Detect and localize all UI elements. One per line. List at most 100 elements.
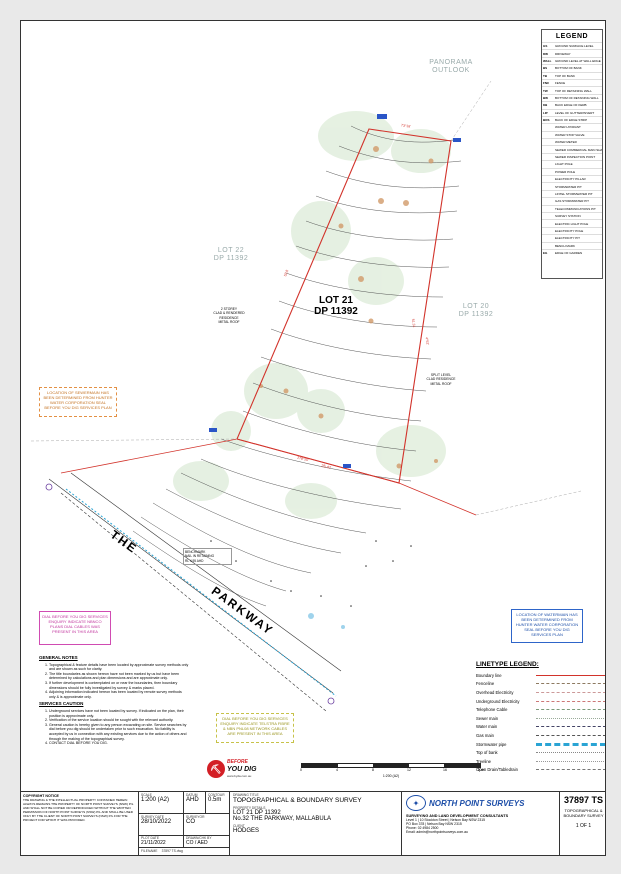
linetype-legend-title: LINETYPE LEGEND:: [476, 661, 539, 668]
watermain-note: LOCATION OF WATERMAIN HAS BEEN DETERMINE…: [511, 609, 583, 643]
adjoining-lot-right: LOT 20 DP 11392: [451, 303, 501, 319]
linetype-row: Fenceline: [476, 680, 605, 689]
linetype-row: Sewer main: [476, 714, 605, 723]
property-label: PROPERTY DETAILS: [233, 806, 266, 810]
dial-before-you-dig-note: DIAL BEFORE YOU DIG SERVICES ENQUIRY IND…: [39, 611, 111, 645]
contour-cell: CONTOUR 0.5m: [206, 792, 230, 814]
survey-station-markers: [209, 114, 461, 468]
datum-value: AHD: [186, 797, 199, 803]
linetype-row: Treeline: [476, 757, 605, 766]
survey-plan-drawing: [30, 80, 582, 712]
dp-main-label: DP 11392: [314, 306, 358, 317]
general-notes: GENERAL NOTES Topographical & feature de…: [39, 653, 189, 746]
scale-tick-label: 16: [443, 768, 447, 772]
title-block: COPYRIGHT NOTICE THE DRAWING & THE INTEL…: [21, 791, 605, 855]
legend-row: LINTEL STORMWATER PIT: [542, 189, 602, 197]
legend-row: POWER POLE: [542, 167, 602, 175]
linetype-label: Overhead Electricity: [476, 689, 514, 695]
datum-cell: DATUM AHD: [184, 792, 206, 814]
linetype-label: Boundary line: [476, 672, 502, 678]
filename-value: 37897 TS.dwg: [161, 849, 183, 853]
legend-desc: SURVEY STATION: [555, 214, 581, 219]
legend-desc: TOP OF BANK: [555, 73, 576, 78]
legend-desc: BENCH MARK: [555, 243, 576, 248]
scale-tick-label: 12: [407, 768, 411, 772]
drawn-by-value: CO / AED: [186, 840, 208, 846]
survey-date-label: SURVEY DATE: [141, 815, 164, 819]
lot-left-label: LOT 22: [217, 247, 245, 254]
benchmark-label: BENCHMARK NAIL IN RETAINING RL 4.95 AHD: [183, 548, 232, 565]
legend-abbr: TW: [543, 88, 548, 93]
drawing-details-cell: DRAWING TITLE TOPOGRAPHICAL & BOUNDARY S…: [230, 792, 402, 855]
legend-desc: FENCE: [555, 81, 566, 86]
legend-abbr: KB: [543, 103, 548, 108]
legend-abbr: TB: [543, 73, 547, 78]
linetype-label: Gas main: [476, 732, 494, 738]
legend-desc: DRIVEWAY: [555, 51, 571, 56]
legend-desc: BOTTOM OF BANK: [555, 66, 582, 71]
services-caution-list: Underground services have not been locat…: [39, 709, 189, 746]
linetype-sample: [536, 674, 605, 676]
linetype-label: Sewer main: [476, 715, 499, 721]
plot-date-label: PLOT DATE: [141, 836, 160, 840]
datum-label: DATUM: [186, 793, 198, 797]
legend-desc: SEWER COMMERCIAL MAIN SHAFT: [555, 147, 602, 152]
legend-row: WATER STOP VALVE: [542, 130, 602, 138]
property-value-2: No.32 THE PARKWAY, MALLABULA: [233, 816, 332, 822]
linetype-row: Overhead Electricity: [476, 688, 605, 697]
linetype-row: Gas main: [476, 731, 605, 740]
legend-row: WATER METER: [542, 138, 602, 145]
legend-desc: ELECTRIC LIGHT POLE: [555, 221, 589, 226]
filename-cell: FILENAME 37897 TS.dwg: [139, 848, 230, 855]
dp-right-label: DP 11392: [458, 311, 494, 318]
linetype-sample: [536, 691, 605, 693]
copyright-cell: COPYRIGHT NOTICE THE DRAWING & THE INTEL…: [21, 792, 139, 855]
survey-date-value: 28/10/2022: [141, 819, 172, 825]
job-title: TOPOGRAPHICAL & BOUNDARY SURVEY: [563, 808, 604, 818]
legend-row: ELECTRIC LIGHT POLE: [542, 219, 602, 226]
legend-desc: GAS STORMWATER PIT: [555, 199, 589, 204]
contour-lines: [132, 125, 462, 607]
legend-desc: SEWER INSPECTION POINT: [555, 155, 596, 160]
company-subtitle: SURVEYING AND LAND DEVELOPMENT CONSULTAN…: [406, 814, 509, 818]
house-left-label: 2 STOREY CLAD & RENDERED RESIDENCE METAL…: [213, 307, 245, 324]
company-address-1: Level 1 | 10 Stockton Street | Nelson Ba…: [406, 818, 486, 822]
contour-label: CONTOUR: [208, 793, 225, 797]
legend-desc: GROUND SURFACE LEVEL: [555, 44, 594, 49]
adjoining-lot-left: LOT 22 DP 11392: [206, 247, 256, 263]
stormwater-pit-icon: [341, 625, 345, 629]
legend-row: SEWER INSPECTION POINT: [542, 152, 602, 160]
telstra-cables-note: DIAL BEFORE YOU DIG SERVICES ENQUIRY IND…: [216, 713, 294, 743]
linetype-sample: [536, 752, 605, 754]
legend-desc: BACK OF EDGE STRIP: [555, 118, 588, 123]
drawing-title-label: DRAWING TITLE: [233, 793, 259, 797]
legend-desc: EDGE OF GARDEN: [555, 251, 583, 256]
legend-desc: STORMWATER PIT: [555, 184, 582, 189]
legend-desc: ELECTRICITY POLE: [555, 228, 584, 233]
linetype-sample: [536, 709, 605, 711]
drawn-by-label: DRAWN/CHK BY: [186, 836, 212, 840]
outlook-label: PANORAMA OUTLOOK: [421, 59, 481, 75]
legend-row: BENCH MARK: [542, 241, 602, 249]
company-cell: ✦ NORTH POINT SURVEYS SURVEYING AND LAND…: [402, 792, 560, 855]
legend-row: ELECTRICITY PIT: [542, 234, 602, 241]
linetype-label: Fenceline: [476, 681, 495, 687]
note-item: General caution is hereby given to any p…: [49, 723, 189, 741]
legend-row: GAS STORMWATER PIT: [542, 197, 602, 204]
stormwater-pit-icon: [308, 613, 314, 619]
tree-markers: [259, 146, 438, 469]
copyright-title: COPYRIGHT NOTICE: [23, 794, 59, 798]
linetype-row: Water main: [476, 723, 605, 732]
outlook-line-2: OUTLOOK: [432, 67, 470, 74]
client-label: CLIENT: [233, 824, 245, 828]
dig-shovel-icon: ⛏: [207, 760, 225, 778]
linetype-row: Stormwater pipe: [476, 740, 605, 749]
property-value-1: LOT 21 DP 11392: [233, 810, 281, 816]
main-lot-label: LOT 21 DP 11392: [306, 295, 366, 317]
